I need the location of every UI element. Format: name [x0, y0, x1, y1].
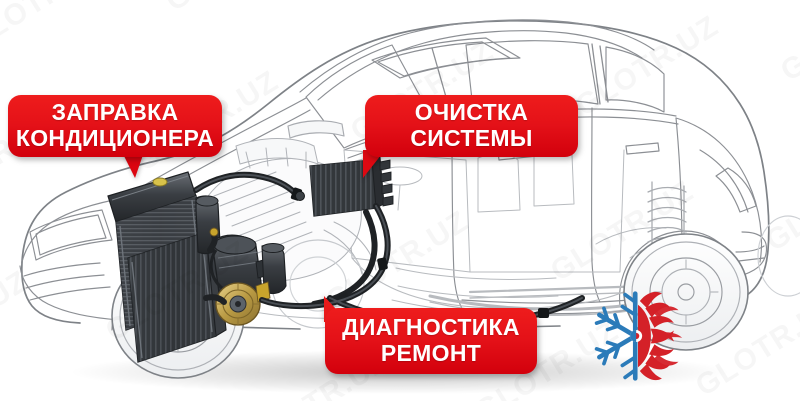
callout-clean-tail: [363, 150, 385, 178]
callout-clean-line-2: СИСТЕМЫ: [410, 125, 533, 151]
snowflake-sun-icon: [592, 290, 684, 382]
callout-ochistka-sistemy[interactable]: ОЧИСТКА СИСТЕМЫ: [365, 95, 578, 157]
callout-charge-line-2: КОНДИЦИОНЕРА: [15, 125, 215, 151]
sun-half: [638, 291, 683, 381]
callout-diagnostika-remont[interactable]: ДИАГНОСТИКА РЕМОНТ: [325, 308, 537, 374]
snowflake-half: [597, 291, 638, 381]
snowflake-barbs: [594, 292, 638, 380]
callout-charge-line-1: ЗАПРАВКА: [51, 99, 179, 126]
callout-charge-tail: [122, 152, 144, 178]
callout-diag-line-1: ДИАГНОСТИКА: [342, 314, 520, 341]
callout-clean-line-1: ОЧИСТКА: [414, 99, 529, 126]
callout-diag-line-2: РЕМОНТ: [380, 340, 482, 366]
callout-zapravka-konditsionera[interactable]: ЗАПРАВКА КОНДИЦИОНЕРА: [8, 95, 222, 157]
